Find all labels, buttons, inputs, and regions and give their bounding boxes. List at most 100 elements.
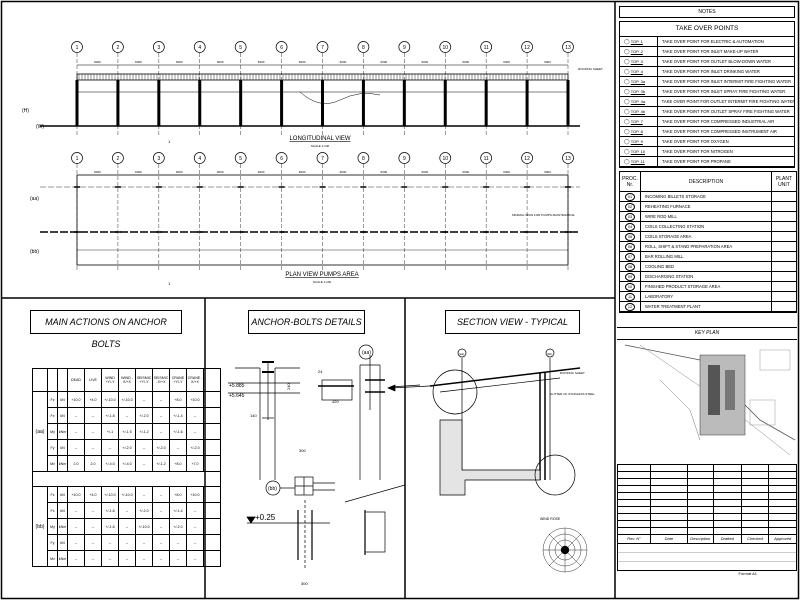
top-tag: ◯ TOP. 4 xyxy=(620,67,658,76)
table-cell: -- xyxy=(84,407,102,424)
gridline-bubble xyxy=(234,152,247,164)
proc-unit-header: PLANT UNIT xyxy=(775,175,793,188)
table-cell: Fz xyxy=(47,486,58,503)
plant-unit-cell xyxy=(772,262,796,271)
wind-rose xyxy=(542,527,588,573)
column-header: CRANE +Y/-Y xyxy=(169,368,187,392)
span-dimension: 6000 xyxy=(381,170,388,174)
column xyxy=(484,80,488,126)
table-cell: +4.0 xyxy=(84,486,102,503)
table-cell: -- xyxy=(101,534,119,551)
gridline-label: 6 xyxy=(280,156,283,162)
plan-section-mark: 1 xyxy=(168,281,171,286)
table-cell: -- xyxy=(135,486,153,503)
revision-row xyxy=(617,506,797,513)
span-dimension: 6000 xyxy=(503,60,510,64)
section-grid-aa: (aa) xyxy=(459,352,464,356)
table-cell: +8.0 xyxy=(169,486,187,503)
process-description: REHEATING FURNACE xyxy=(641,202,772,211)
valve-icon: ◯ xyxy=(624,108,630,115)
table-cell xyxy=(203,439,221,456)
process-number: 11 xyxy=(625,292,635,301)
table-cell: -- xyxy=(186,502,204,519)
table-cell xyxy=(203,534,221,551)
top-description: TAKE OVER POINT FOR OUTLET SPRAY FIRE FI… xyxy=(662,109,790,114)
gridline-bubble xyxy=(316,41,329,53)
gridline-bubble xyxy=(562,152,574,164)
table-cell: -- xyxy=(186,550,204,567)
top-description: TAKE OVER POINT FOR PROPANE xyxy=(662,159,731,164)
plant-unit-cell xyxy=(772,272,796,281)
process-number: 03 xyxy=(625,212,635,221)
gridline-label: 4 xyxy=(198,45,201,51)
format-label: Format A1 xyxy=(738,571,757,576)
column-header: WIND -X/+X xyxy=(118,368,136,392)
top-description: TAKE OVER POINT FOR INLET INTERMIT FIRE … xyxy=(662,79,792,84)
anchor-detail-aa xyxy=(228,344,421,480)
table-cell: -- xyxy=(84,423,102,440)
process-description: INCOMING BILLETS STORAGE xyxy=(641,192,772,201)
level-top-label: (H) xyxy=(22,108,29,114)
revision-header: Description xyxy=(688,535,714,543)
column xyxy=(321,80,324,126)
span-dimension: 6000 xyxy=(94,60,101,64)
table-cell: +/-10.0 xyxy=(118,486,136,503)
table-cell: Mx xyxy=(47,550,58,567)
span-dimension: 6000 xyxy=(503,170,510,174)
span-dimension: 6000 xyxy=(176,170,183,174)
table-cell xyxy=(203,407,221,424)
gridline-bubble xyxy=(71,152,83,164)
table-cell xyxy=(203,486,221,503)
column xyxy=(402,80,406,126)
process-description: DISCHARGING STATION xyxy=(641,272,772,281)
revision-row xyxy=(617,520,797,527)
table-cell: +/-1.8 xyxy=(101,407,119,424)
longitudinal-view-scale: SCALE 1:100 xyxy=(311,144,330,148)
top-description: TAKE OVER POINT FOR COMPRESSED INDUSTRIA… xyxy=(662,119,775,124)
column xyxy=(443,80,447,126)
span-dimension: 6000 xyxy=(258,60,265,64)
top-description: TAKE OVER POINT FOR OUTLET INTERMIT FIRE… xyxy=(661,99,794,104)
column xyxy=(198,80,202,126)
gridline-bubble xyxy=(275,152,288,164)
gridline-label: 9 xyxy=(403,45,406,51)
process-number: 01 xyxy=(625,192,635,201)
top-tag: ◯ TOP. 3a xyxy=(620,77,658,86)
gridline-bubble xyxy=(193,152,206,164)
gridline-label: 11 xyxy=(484,45,489,51)
column xyxy=(361,80,365,126)
top-description: TAKE OVER POINT FOR COMPRESSED INSTRUMEN… xyxy=(662,129,777,134)
table-cell: +/-2.0 xyxy=(152,439,170,456)
plan-view-scale: SCALE 1:100 xyxy=(313,280,332,284)
valve-icon: ◯ xyxy=(624,68,630,75)
span-dimension: 6000 xyxy=(258,170,265,174)
table-cell: -- xyxy=(118,407,136,424)
table-cell: +/-1.4 xyxy=(169,407,187,424)
plant-unit-cell xyxy=(772,302,796,311)
axis-bb-label: (bb) xyxy=(30,249,39,255)
revision-row xyxy=(617,513,797,520)
column-header: CRANE -X/+X xyxy=(186,368,204,392)
span-dimension: 6000 xyxy=(340,170,347,174)
table-cell: -- xyxy=(186,423,204,440)
table-cell: Fx xyxy=(47,407,58,424)
revision-row xyxy=(617,464,797,471)
gridline-label: 3 xyxy=(157,156,160,162)
plant-unit-cell xyxy=(772,192,796,201)
